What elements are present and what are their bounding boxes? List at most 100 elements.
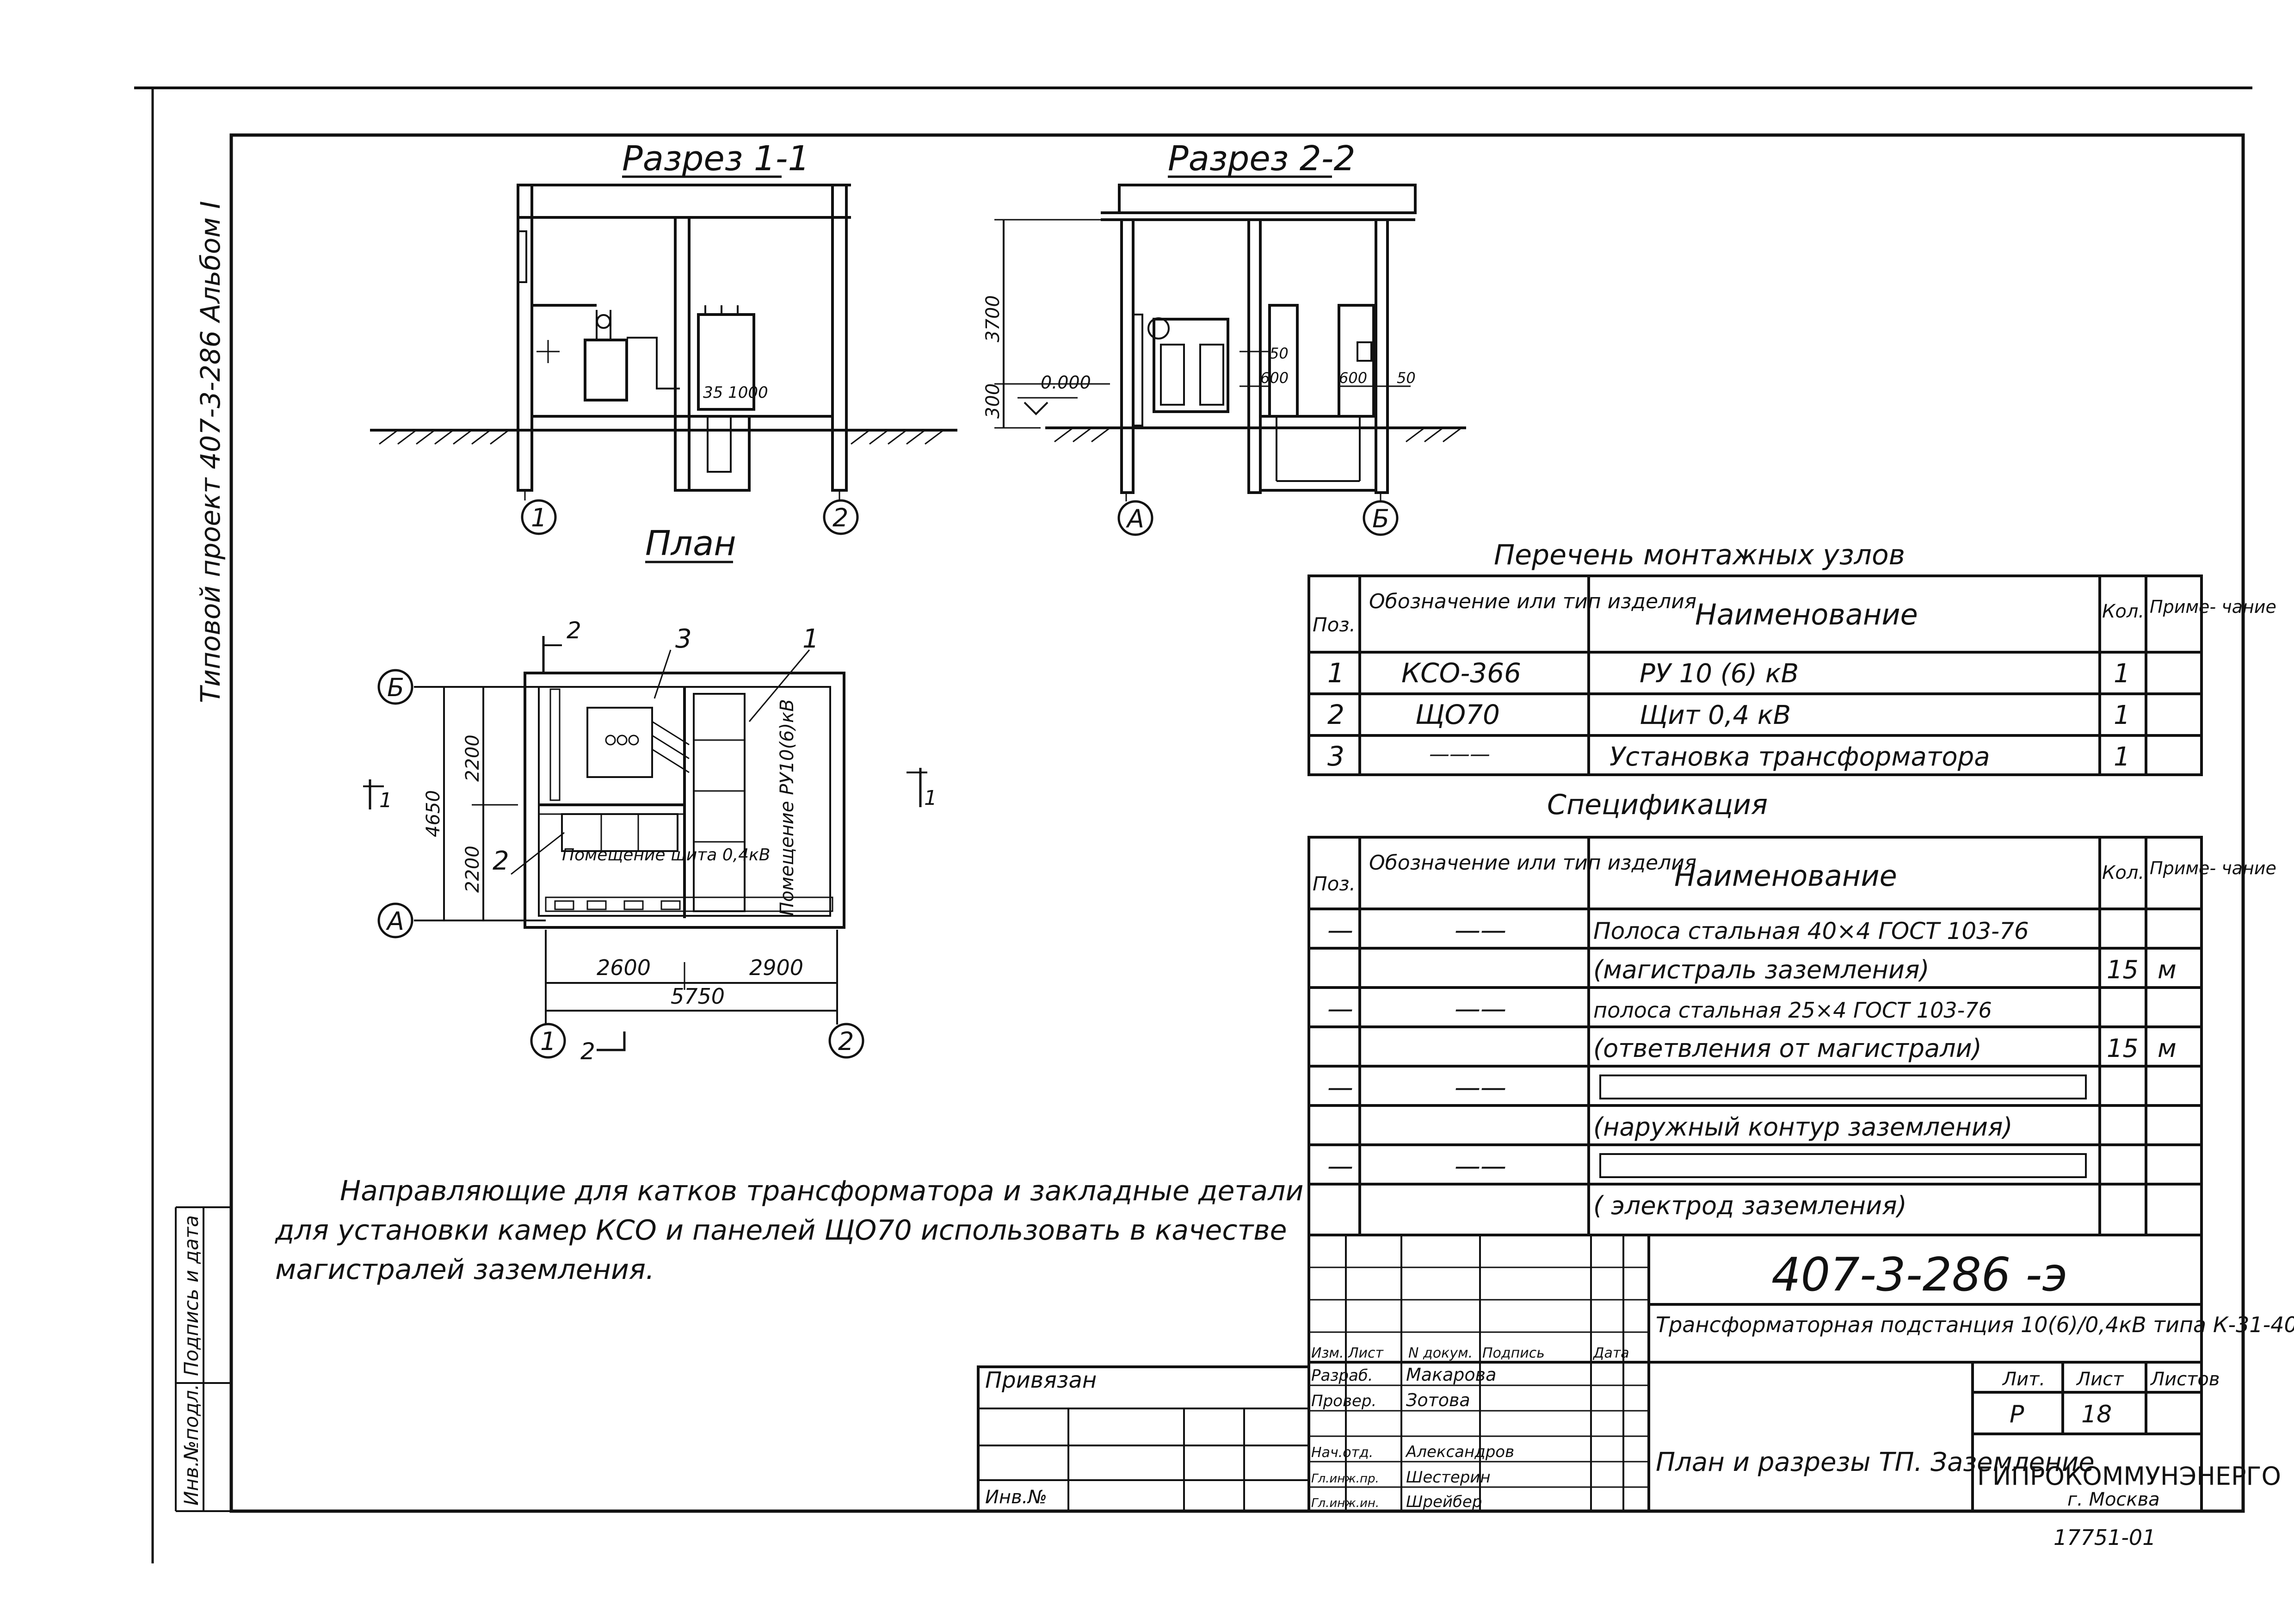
plan-dim-2200-bottom: 2200 (462, 846, 483, 893)
staff-name: Зотова (1406, 1390, 1470, 1410)
mounting-row-pos: 1 (1327, 657, 1344, 689)
spec-header-type: Обозначение или тип изделия (1369, 851, 1696, 875)
plan-cut-1-left: 1 (379, 789, 392, 812)
stamp-label-inv: Инв.№подл. (180, 1384, 203, 1506)
spec-header-qty: Кол. (2102, 862, 2144, 883)
mounting-row-name: Щит 0,4 кВ (1640, 700, 1791, 730)
bound-label: Привязан (985, 1367, 1097, 1393)
plan-cut-2-bottom: 2 (580, 1038, 595, 1065)
section-2-2-drawing: Разрез 2-2 (994, 139, 1466, 536)
plan-dim-5750: 5750 (671, 984, 725, 1009)
plan-dim-2600: 2600 (597, 955, 651, 980)
staff-role: Провер. (1311, 1392, 1376, 1410)
mounting-row-type: КСО-366 (1401, 657, 1521, 689)
col-izm: Изм. (1311, 1345, 1344, 1361)
mounting-row-qty: 1 (2114, 700, 2130, 730)
section-2-2-title: Разрез 2-2 (1168, 139, 1356, 179)
mounting-row-name: Установка трансформатора (1610, 742, 1990, 772)
object-name: Трансформаторная подстанция 10(6)/0,4кВ … (1656, 1312, 2294, 1337)
inv-label: Инв.№ (985, 1487, 1047, 1508)
axis-2-label: 2 (832, 503, 848, 532)
mounting-header-type: Обозначение или тип изделия (1369, 590, 1696, 613)
note-line-1: Направляющие для катков трансформатора и… (340, 1175, 1303, 1207)
mounting-header-note: Приме- чание (2150, 597, 2276, 617)
title-block (977, 1234, 2203, 1513)
sheet-number: 18 (2081, 1401, 2112, 1428)
spec-header-pos: Поз. (1313, 872, 1356, 895)
org-city: г. Москва (2067, 1489, 2160, 1510)
note-line-2: для установки камер КСО и панелей ЩО70 и… (275, 1214, 1287, 1247)
section-2-2-dim-300: 300 (982, 383, 1004, 419)
spec-row-qty: 15 (2107, 955, 2139, 984)
section-2-2-dim-50b: 50 (1397, 369, 1416, 387)
plan-drawing: План (363, 524, 927, 1059)
plan-title: План (645, 524, 736, 563)
staff-name: Макарова (1406, 1365, 1496, 1385)
col-sign: Подпись (1482, 1345, 1545, 1361)
mounting-row-pos: 3 (1327, 741, 1344, 772)
plan-axis-a: А (386, 907, 404, 936)
spec-row-name: полоса стальная 25×4 ГОСТ 103-76 (1593, 998, 1992, 1023)
staff-role: Гл.инж.ин. (1311, 1496, 1379, 1510)
staff-role: Разраб. (1311, 1366, 1373, 1385)
mounting-row-type: ЩО70 (1415, 699, 1500, 730)
section-2-2-level: 0.000 (1041, 372, 1091, 393)
mounting-title: Перечень монтажных узлов (1494, 539, 1905, 571)
plan-cut-1-right: 1 (924, 786, 937, 810)
spec-row-name: (магистраль заземления) (1593, 955, 1930, 984)
sheet-label: Лист (2076, 1369, 2124, 1390)
room-ru-label: Помещение РУ10(6)кВ (777, 699, 798, 916)
staff-name: Александров (1405, 1443, 1514, 1461)
mounting-table (1307, 574, 2203, 776)
plan-cut-2-top: 2 (567, 617, 581, 644)
col-date: Дата (1592, 1345, 1629, 1361)
spec-row-name: (наружный контур заземления) (1593, 1112, 2013, 1142)
spec-row-qty: 15 (2107, 1034, 2139, 1063)
section-2-2-dim-50a: 50 (1270, 345, 1289, 362)
staff-name: Шестерин (1406, 1468, 1491, 1487)
staff-role: Гл.инж.пр. (1311, 1472, 1379, 1486)
section-1-1-drawing: Разрез 1-1 35 1000 (370, 139, 957, 535)
sheet-title: План и разрезы ТП. Заземление (1656, 1447, 2095, 1477)
org-name: ГИПРОКОММУНЭНЕРГО (1977, 1462, 2281, 1491)
section-2-2-dim-3700: 3700 (982, 295, 1004, 342)
section-2-2-dim-600b: 600 (1339, 369, 1367, 387)
spec-header-note: Приме- чание (2150, 858, 2276, 878)
spec-row-pos: — (1327, 1151, 1353, 1181)
axis-b-label: Б (1372, 504, 1389, 533)
mounting-row-name: РУ 10 (6) кВ (1640, 659, 1799, 689)
mounting-header-qty: Кол. (2102, 601, 2144, 622)
lit-value: Р (2010, 1401, 2024, 1428)
project-side-label: Типовой проект 407-3-286 Альбом I (195, 201, 226, 703)
axis-a-label: А (1126, 504, 1144, 533)
spec-row-name: (ответвления от магистрали) (1593, 1034, 1982, 1063)
mounting-row-qty: 1 (2114, 742, 2130, 772)
spec-row-pos: — (1327, 994, 1353, 1024)
plan-dim-2200-top: 2200 (462, 735, 483, 782)
plan-dim-4650: 4650 (423, 790, 444, 837)
archive-number: 17751-01 (2054, 1525, 2156, 1550)
section-2-2-dim-600a: 600 (1260, 369, 1289, 387)
doc-code: 407-3-286 -э (1771, 1247, 2067, 1302)
spec-row-type: —— (1455, 1151, 1506, 1181)
spec-row-type: —— (1455, 994, 1506, 1024)
plan-marker-2: 2 (493, 846, 509, 876)
mounting-row-pos: 2 (1327, 699, 1344, 730)
spec-row-type: —— (1455, 915, 1506, 945)
section-1-1-dim: 35 1000 (703, 383, 768, 402)
section-1-1-title: Разрез 1-1 (622, 139, 810, 179)
plan-axis-1: 1 (540, 1027, 556, 1056)
plan-marker-1: 1 (802, 624, 819, 654)
mounting-header-pos: Поз. (1313, 613, 1356, 636)
room-switchboard-label: Помещение щита 0,4кВ (562, 846, 770, 864)
sheets-label: Листов (2150, 1369, 2220, 1390)
spec-row-pos: — (1327, 1073, 1353, 1103)
plan-axis-b: Б (387, 673, 404, 702)
mounting-row-type: ——— (1429, 742, 1490, 766)
mounting-row-qty: 1 (2114, 659, 2130, 689)
spec-row-pos: — (1327, 915, 1353, 945)
spec-row-name: Полоса стальная 40×4 ГОСТ 103-76 (1593, 918, 2029, 945)
plan-dim-2900: 2900 (749, 955, 803, 980)
